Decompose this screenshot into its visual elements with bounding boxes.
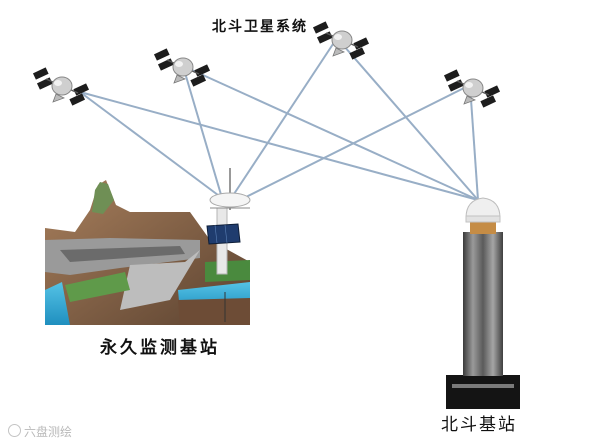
satellite-icon (33, 67, 89, 105)
signal-lines (80, 38, 478, 205)
permanent-station-label: 永久监测基站 (100, 333, 220, 358)
beidou-station-label: 北斗基站 (441, 410, 517, 435)
diagram-title: 北斗卫星系统 (212, 16, 308, 36)
watermark-text: 六盘测绘 (24, 425, 72, 439)
watermark: 六盘测绘 (8, 423, 72, 440)
solar-panel-icon (207, 224, 240, 244)
satellite-icon (154, 48, 210, 86)
watermark-logo-icon (8, 424, 21, 437)
gnss-antenna-icon (466, 198, 500, 222)
satellite-icon (313, 21, 369, 59)
beidou-station-pillar (446, 222, 520, 409)
